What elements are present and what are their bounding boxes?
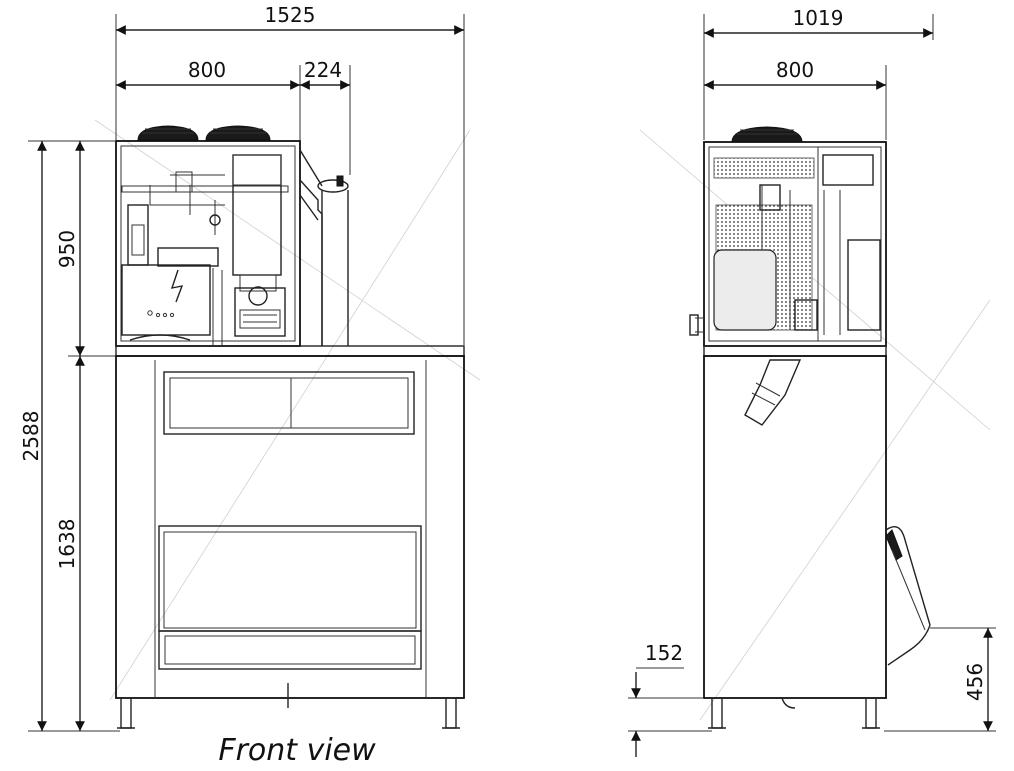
dim-lower-height-label: 1638: [55, 519, 79, 570]
background-ghost-lines: [94, 119, 991, 721]
front-leg-left: [120, 697, 132, 729]
side-leg-left: [711, 697, 723, 729]
side-cabinet: [703, 355, 887, 699]
side-cylinder: [713, 249, 777, 331]
dim-chute-height-label: 456: [963, 663, 987, 701]
dimensions: 1525 800 224 1019 800 2588 950 1638 152 …: [19, 3, 996, 757]
dim-side-total-width-label: 1019: [793, 6, 844, 30]
dim-total-height-label: 2588: [19, 411, 43, 462]
side-grille: [713, 157, 815, 179]
front-leg-right: [445, 697, 457, 729]
dim-front-total-width-label: 1525: [265, 3, 316, 27]
side-chute: [744, 359, 802, 426]
dim-upper-height-label: 950: [55, 230, 79, 268]
front-tank: [232, 154, 282, 276]
front-bin-door: [158, 525, 422, 632]
front-view-caption: Front view: [218, 733, 376, 768]
side-view: [689, 126, 931, 729]
dim-front-left-width-label: 800: [188, 58, 226, 82]
front-upper-window: [163, 371, 415, 435]
side-fan: [731, 126, 803, 143]
front-pump: [234, 287, 286, 337]
front-electrical-box: [121, 264, 211, 336]
side-ice-scoop: [885, 526, 931, 666]
dim-side-inner-width-label: 800: [776, 58, 814, 82]
front-fan-left: [137, 125, 199, 141]
side-leg-right: [865, 697, 877, 729]
front-fan-right: [205, 125, 271, 141]
front-view: [115, 125, 465, 729]
dim-front-right-width-label: 224: [304, 58, 342, 82]
dim-leg-height-label: 152: [645, 641, 683, 665]
front-cabinet: [115, 355, 465, 699]
front-ice-chute: [299, 149, 349, 346]
